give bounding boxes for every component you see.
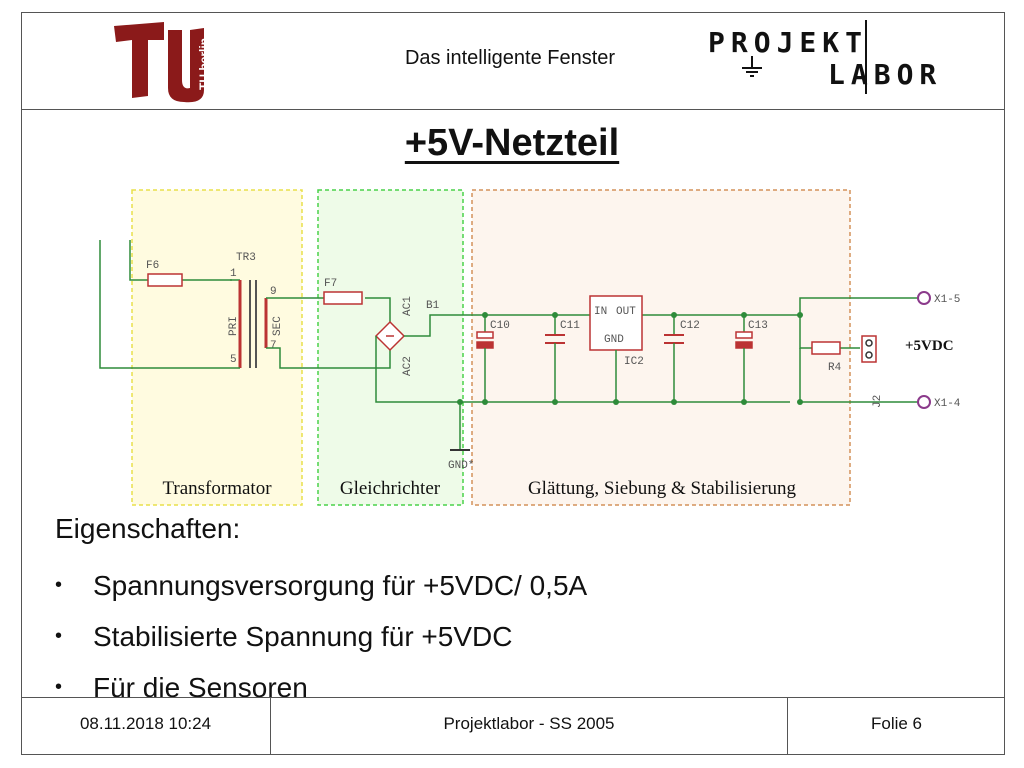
regulator-ic2: IN OUT GND IC2 — [589, 295, 644, 402]
label-j2: J2 — [872, 395, 884, 408]
jumper-j2: J2 — [861, 335, 884, 408]
stage-label-transformer: Transformator — [162, 478, 272, 499]
tu-logo-text: TU berlin — [197, 38, 211, 90]
footer-date: 08.11.2018 10:24 — [79, 714, 212, 733]
fuse-f7: F7 — [323, 278, 363, 305]
projektlabor-logo-line1: PROJEKT — [708, 26, 868, 59]
properties-heading: Eigenschaften: — [55, 513, 241, 544]
slide-frame — [21, 12, 1005, 755]
list-item: • Für die Sensoren — [55, 662, 587, 713]
tu-berlin-logo: TU berlin — [114, 22, 211, 103]
bullet-icon: • — [55, 574, 63, 596]
label-c13: C13 — [748, 320, 768, 332]
header-divider — [21, 109, 1005, 110]
output-voltage-label: +5VDC — [905, 338, 954, 354]
label-pin9: 9 — [270, 286, 277, 298]
stage-label-smoothing: Glättung, Siebung & Stabilisierung — [528, 478, 797, 499]
resistor-r4: R4 — [811, 341, 842, 374]
label-b1: B1 — [426, 300, 440, 312]
label-c10: C10 — [490, 320, 510, 332]
label-ic-gnd: GND — [604, 334, 624, 346]
terminal-x1-4: X1-4 — [917, 395, 961, 410]
transformer-tr3: TR3 1 5 9 7 PRI SEC — [228, 252, 284, 369]
label-x1-4: X1-4 — [934, 398, 961, 410]
label-ac2: AC2 — [402, 356, 414, 376]
label-pin5: 5 — [230, 354, 237, 366]
bridge-rectifier-b1: B1 AC1 AC2 — [374, 296, 440, 376]
label-pin1: 1 — [230, 268, 237, 280]
stage-smoothing-box — [471, 189, 851, 506]
capacitor-c10: C10 — [476, 315, 510, 402]
bullet-icon: • — [55, 676, 63, 698]
ground-symbol: GND* — [448, 449, 474, 472]
label-sec: SEC — [272, 316, 284, 336]
label-pri: PRI — [228, 316, 240, 336]
label-x1-5: X1-5 — [934, 294, 960, 306]
label-ic-in: IN — [594, 306, 607, 318]
junction-dots — [457, 312, 803, 405]
footer-separator — [270, 697, 271, 755]
label-gnd: GND* — [448, 460, 474, 472]
projektlabor-logo-line2: LABOR — [828, 58, 942, 91]
footer-divider — [21, 697, 1005, 698]
footer-slide-number: Folie 6 — [870, 714, 923, 733]
footer-separator — [787, 697, 788, 755]
positive-rail — [485, 297, 918, 403]
list-item-text: Spannungsversorgung für +5VDC/ 0,5A — [93, 569, 588, 601]
stage-label-rectifier: Gleichrichter — [340, 478, 441, 499]
properties-list: • Spannungsversorgung für +5VDC/ 0,5A • St… — [55, 560, 587, 713]
input-wires — [99, 240, 232, 369]
label-pin7: 7 — [270, 340, 277, 352]
projektlabor-logo: PROJEKT LABOR — [708, 20, 942, 94]
label-tr3: TR3 — [236, 252, 256, 264]
capacitor-c11: C11 — [545, 315, 580, 402]
label-c12: C12 — [680, 320, 700, 332]
power-supply-schematic: F6 TR3 1 5 9 7 PRI SEC F7 B1 AC1 AC2 — [99, 189, 961, 506]
label-r4: R4 — [828, 362, 842, 374]
label-f7: F7 — [324, 278, 337, 290]
terminal-x1-5: X1-5 — [917, 291, 960, 306]
list-item: • Spannungsversorgung für +5VDC/ 0,5A — [55, 560, 587, 611]
list-item: • Stabilisierte Spannung für +5VDC — [55, 611, 587, 662]
label-ic-out: OUT — [616, 306, 636, 318]
label-ic2: IC2 — [624, 356, 644, 368]
footer-course: Projektlabor - SS 2005 — [443, 714, 615, 733]
secondary-wires — [266, 297, 391, 369]
label-f6: F6 — [146, 260, 159, 272]
capacitor-c12: C12 — [664, 315, 700, 402]
rectifier-outputs — [375, 314, 790, 450]
slide-title: +5V-Netzteil — [404, 122, 620, 164]
capacitor-c13: C13 — [735, 315, 768, 402]
bullet-icon: • — [55, 625, 63, 647]
list-item-text: Für die Sensoren — [93, 671, 308, 703]
fuse-f6: F6 — [146, 260, 183, 287]
list-item-text: Stabilisierte Spannung für +5VDC — [93, 620, 513, 652]
header-title: Das intelligente Fenster — [404, 47, 616, 69]
label-ac1: AC1 — [402, 296, 414, 316]
label-c11: C11 — [560, 320, 580, 332]
